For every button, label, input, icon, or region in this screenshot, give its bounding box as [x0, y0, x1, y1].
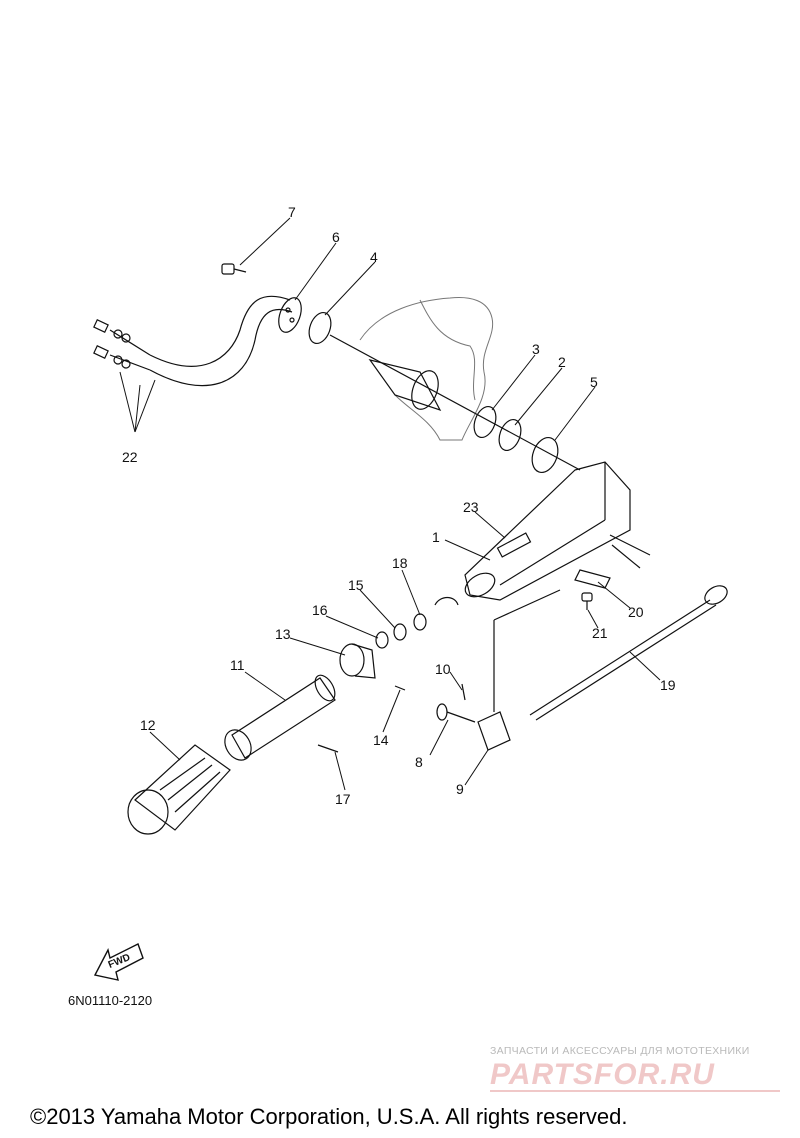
- callout-5: 5: [590, 374, 598, 390]
- swivel-bracket-tube: [368, 359, 442, 412]
- pin-10: [461, 683, 466, 701]
- watermark-logo-underline: [490, 1090, 780, 1092]
- bolt-8: [436, 703, 476, 723]
- throttle-shaft: [529, 585, 728, 721]
- engine-outline: [359, 297, 494, 441]
- label-plate-23: [496, 532, 532, 558]
- callout-1: 1: [432, 529, 440, 545]
- steering-shaft-axis: [329, 334, 581, 471]
- spring-15: [393, 623, 407, 641]
- callout-16: 16: [312, 602, 328, 618]
- callout-4: 4: [370, 249, 378, 265]
- bushing-5: [531, 436, 559, 474]
- steering-handle-arm: [434, 461, 651, 606]
- callout-3: 3: [532, 341, 540, 357]
- leader-lines: [119, 217, 661, 791]
- collar-13: [339, 643, 376, 679]
- watermark-logo: PARTSFOR.RU: [490, 1058, 715, 1091]
- callout-22: 22: [122, 449, 138, 465]
- callout-23: 23: [463, 499, 479, 515]
- copyright-notice: ©2013 Yamaha Motor Corporation, U.S.A. A…: [30, 1104, 628, 1129]
- callout-7: 7: [288, 204, 296, 220]
- cable-holder-plate: [278, 297, 302, 333]
- callout-15: 15: [348, 577, 364, 593]
- callout-17: 17: [335, 791, 351, 807]
- callout-20: 20: [628, 604, 644, 620]
- screw-21: [581, 592, 593, 610]
- callout-11: 11: [230, 657, 245, 673]
- washer-3: [473, 405, 497, 439]
- screw-14: [394, 685, 406, 691]
- callout-10: 10: [435, 661, 451, 677]
- forward-arrow-icon: [93, 943, 144, 981]
- washer-4: [308, 311, 332, 345]
- bolt-7: [221, 263, 247, 275]
- washer-16: [375, 631, 389, 649]
- throttle-cables: [93, 295, 293, 387]
- callout-9: 9: [456, 781, 464, 797]
- callout-19: 19: [660, 677, 676, 693]
- throttle-grip-tube: [224, 674, 336, 761]
- callout-2: 2: [558, 354, 566, 370]
- washer-2: [498, 418, 522, 452]
- collar-18: [413, 613, 427, 631]
- callout-18: 18: [392, 555, 408, 571]
- callout-14: 14: [373, 732, 389, 748]
- cable-bracket-9: [477, 589, 561, 751]
- callout-6: 6: [332, 229, 340, 245]
- plate-20: [574, 569, 611, 589]
- callout-8: 8: [415, 754, 423, 770]
- watermark-tagline: ЗАПЧАСТИ И АКСЕССУАРЫ ДЛЯ МОТОТЕХНИКИ: [490, 1045, 750, 1057]
- callout-12: 12: [140, 717, 156, 733]
- callout-21: 21: [592, 625, 608, 641]
- callout-13: 13: [275, 626, 291, 642]
- grip-12: [127, 744, 231, 835]
- screw-17: [317, 744, 339, 753]
- diagram-code: 6N01110-2120: [68, 993, 153, 1008]
